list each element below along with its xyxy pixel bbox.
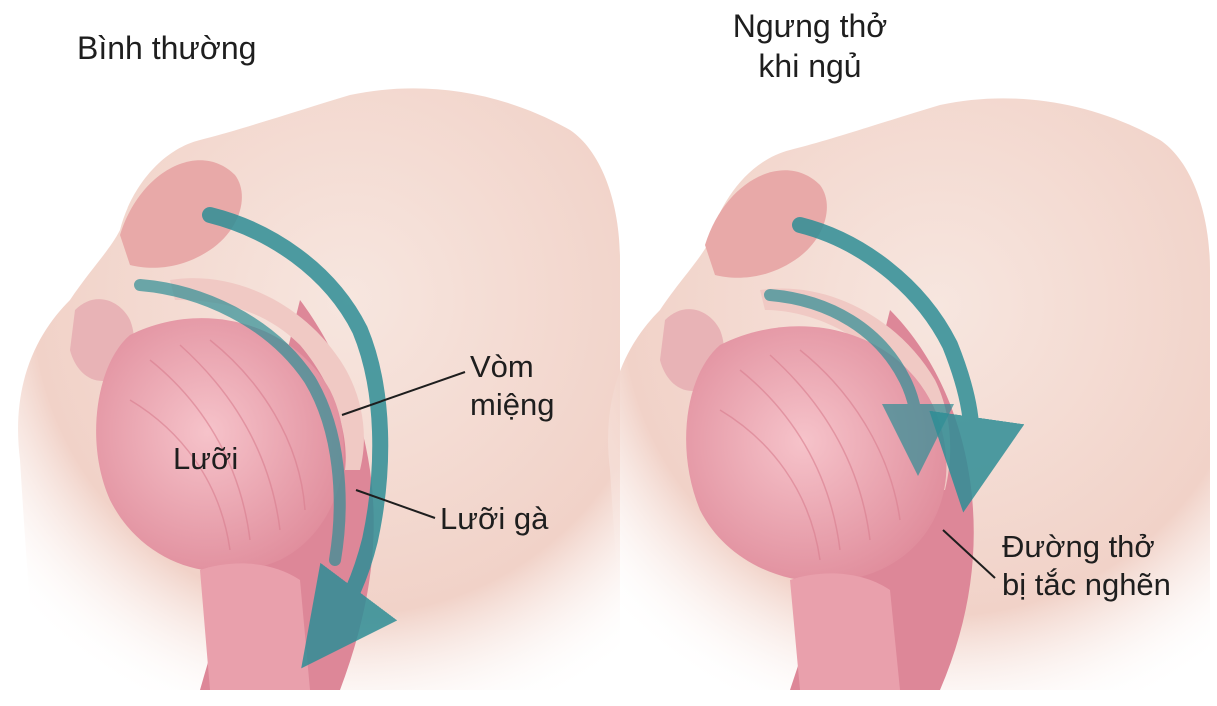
apnea-larynx xyxy=(790,573,900,690)
soft-palate-label: Vòm miệng xyxy=(470,348,554,424)
blocked-airway-label-line-2: bị tắc nghẽn xyxy=(1002,566,1171,604)
normal-larynx xyxy=(200,563,310,690)
tongue-label: Lưỡi xyxy=(173,440,238,478)
normal-panel-title: Bình thường xyxy=(77,28,256,68)
apnea-title-line-1: Ngưng thở xyxy=(700,6,920,46)
blocked-airway-label-line-1: Đường thở xyxy=(1002,528,1171,566)
apnea-panel-title: Ngưng thở khi ngủ xyxy=(700,6,920,86)
blocked-airway-label: Đường thở bị tắc nghẽn xyxy=(1002,528,1171,604)
soft-palate-label-line-2: miệng xyxy=(470,386,554,424)
apnea-title-line-2: khi ngủ xyxy=(700,46,920,86)
soft-palate-label-line-1: Vòm xyxy=(470,348,554,386)
uvula-label: Lưỡi gà xyxy=(440,500,548,538)
